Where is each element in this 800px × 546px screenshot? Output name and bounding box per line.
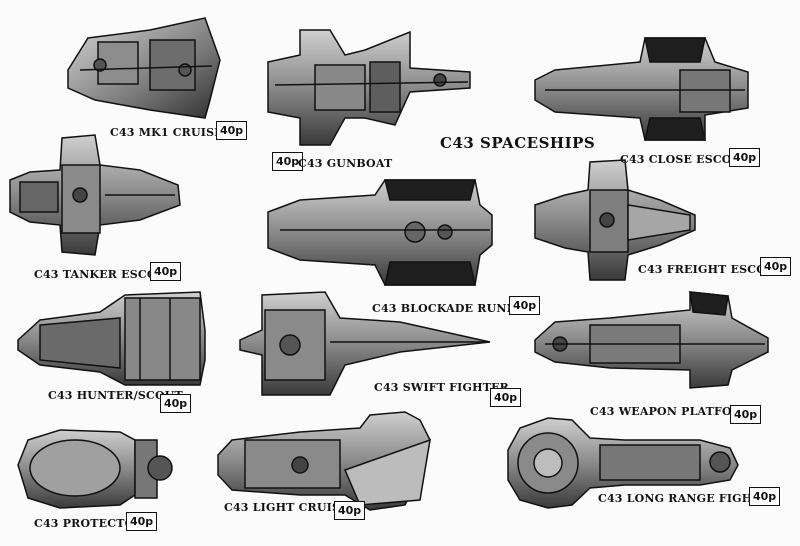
gunboat-price: 40p	[272, 152, 304, 171]
gunboat-label: C43 GUNBOAT	[298, 157, 393, 170]
swift-fighter-price: 40p	[490, 388, 522, 407]
close-escort-label: C43 CLOSE ESCORT	[620, 153, 750, 166]
mk1-cruiser-price: 40p	[216, 121, 248, 140]
light-cruiser-price: 40p	[334, 501, 366, 520]
catalog-title: C43 SPACESHIPS	[440, 134, 596, 152]
blockade-runner-price: 40p	[509, 296, 541, 315]
hunter-scout-price: 40p	[160, 394, 192, 413]
close-escort-price: 40p	[729, 148, 761, 167]
weapon-platform-price: 40p	[730, 405, 762, 424]
tanker-escort-label: C43 TANKER ESCORT	[34, 268, 175, 281]
protector-price: 40p	[126, 512, 158, 531]
blockade-runner-label: C43 BLOCKADE RUNNER	[372, 302, 535, 315]
long-range-fighter-label: C43 LONG RANGE FIGHTER	[598, 492, 779, 505]
hunter-scout-label: C43 HUNTER/SCOUT	[48, 389, 183, 402]
weapon-platform-label: C43 WEAPON PLATFORM	[590, 405, 754, 418]
protector-label: C43 PROTECTOR	[34, 517, 144, 530]
freight-escort-label: C43 FREIGHT ESCORT	[638, 263, 784, 276]
swift-fighter-label: C43 SWIFT FIGHTER	[374, 381, 510, 394]
mk1-cruiser-label: C43 MK1 CRUISER	[110, 126, 233, 139]
light-cruiser-label: C43 LIGHT CRUISER	[224, 501, 359, 514]
freight-escort-price: 40p	[760, 257, 792, 276]
tanker-escort-price: 40p	[150, 262, 182, 281]
long-range-fighter-price: 40p	[749, 487, 781, 506]
